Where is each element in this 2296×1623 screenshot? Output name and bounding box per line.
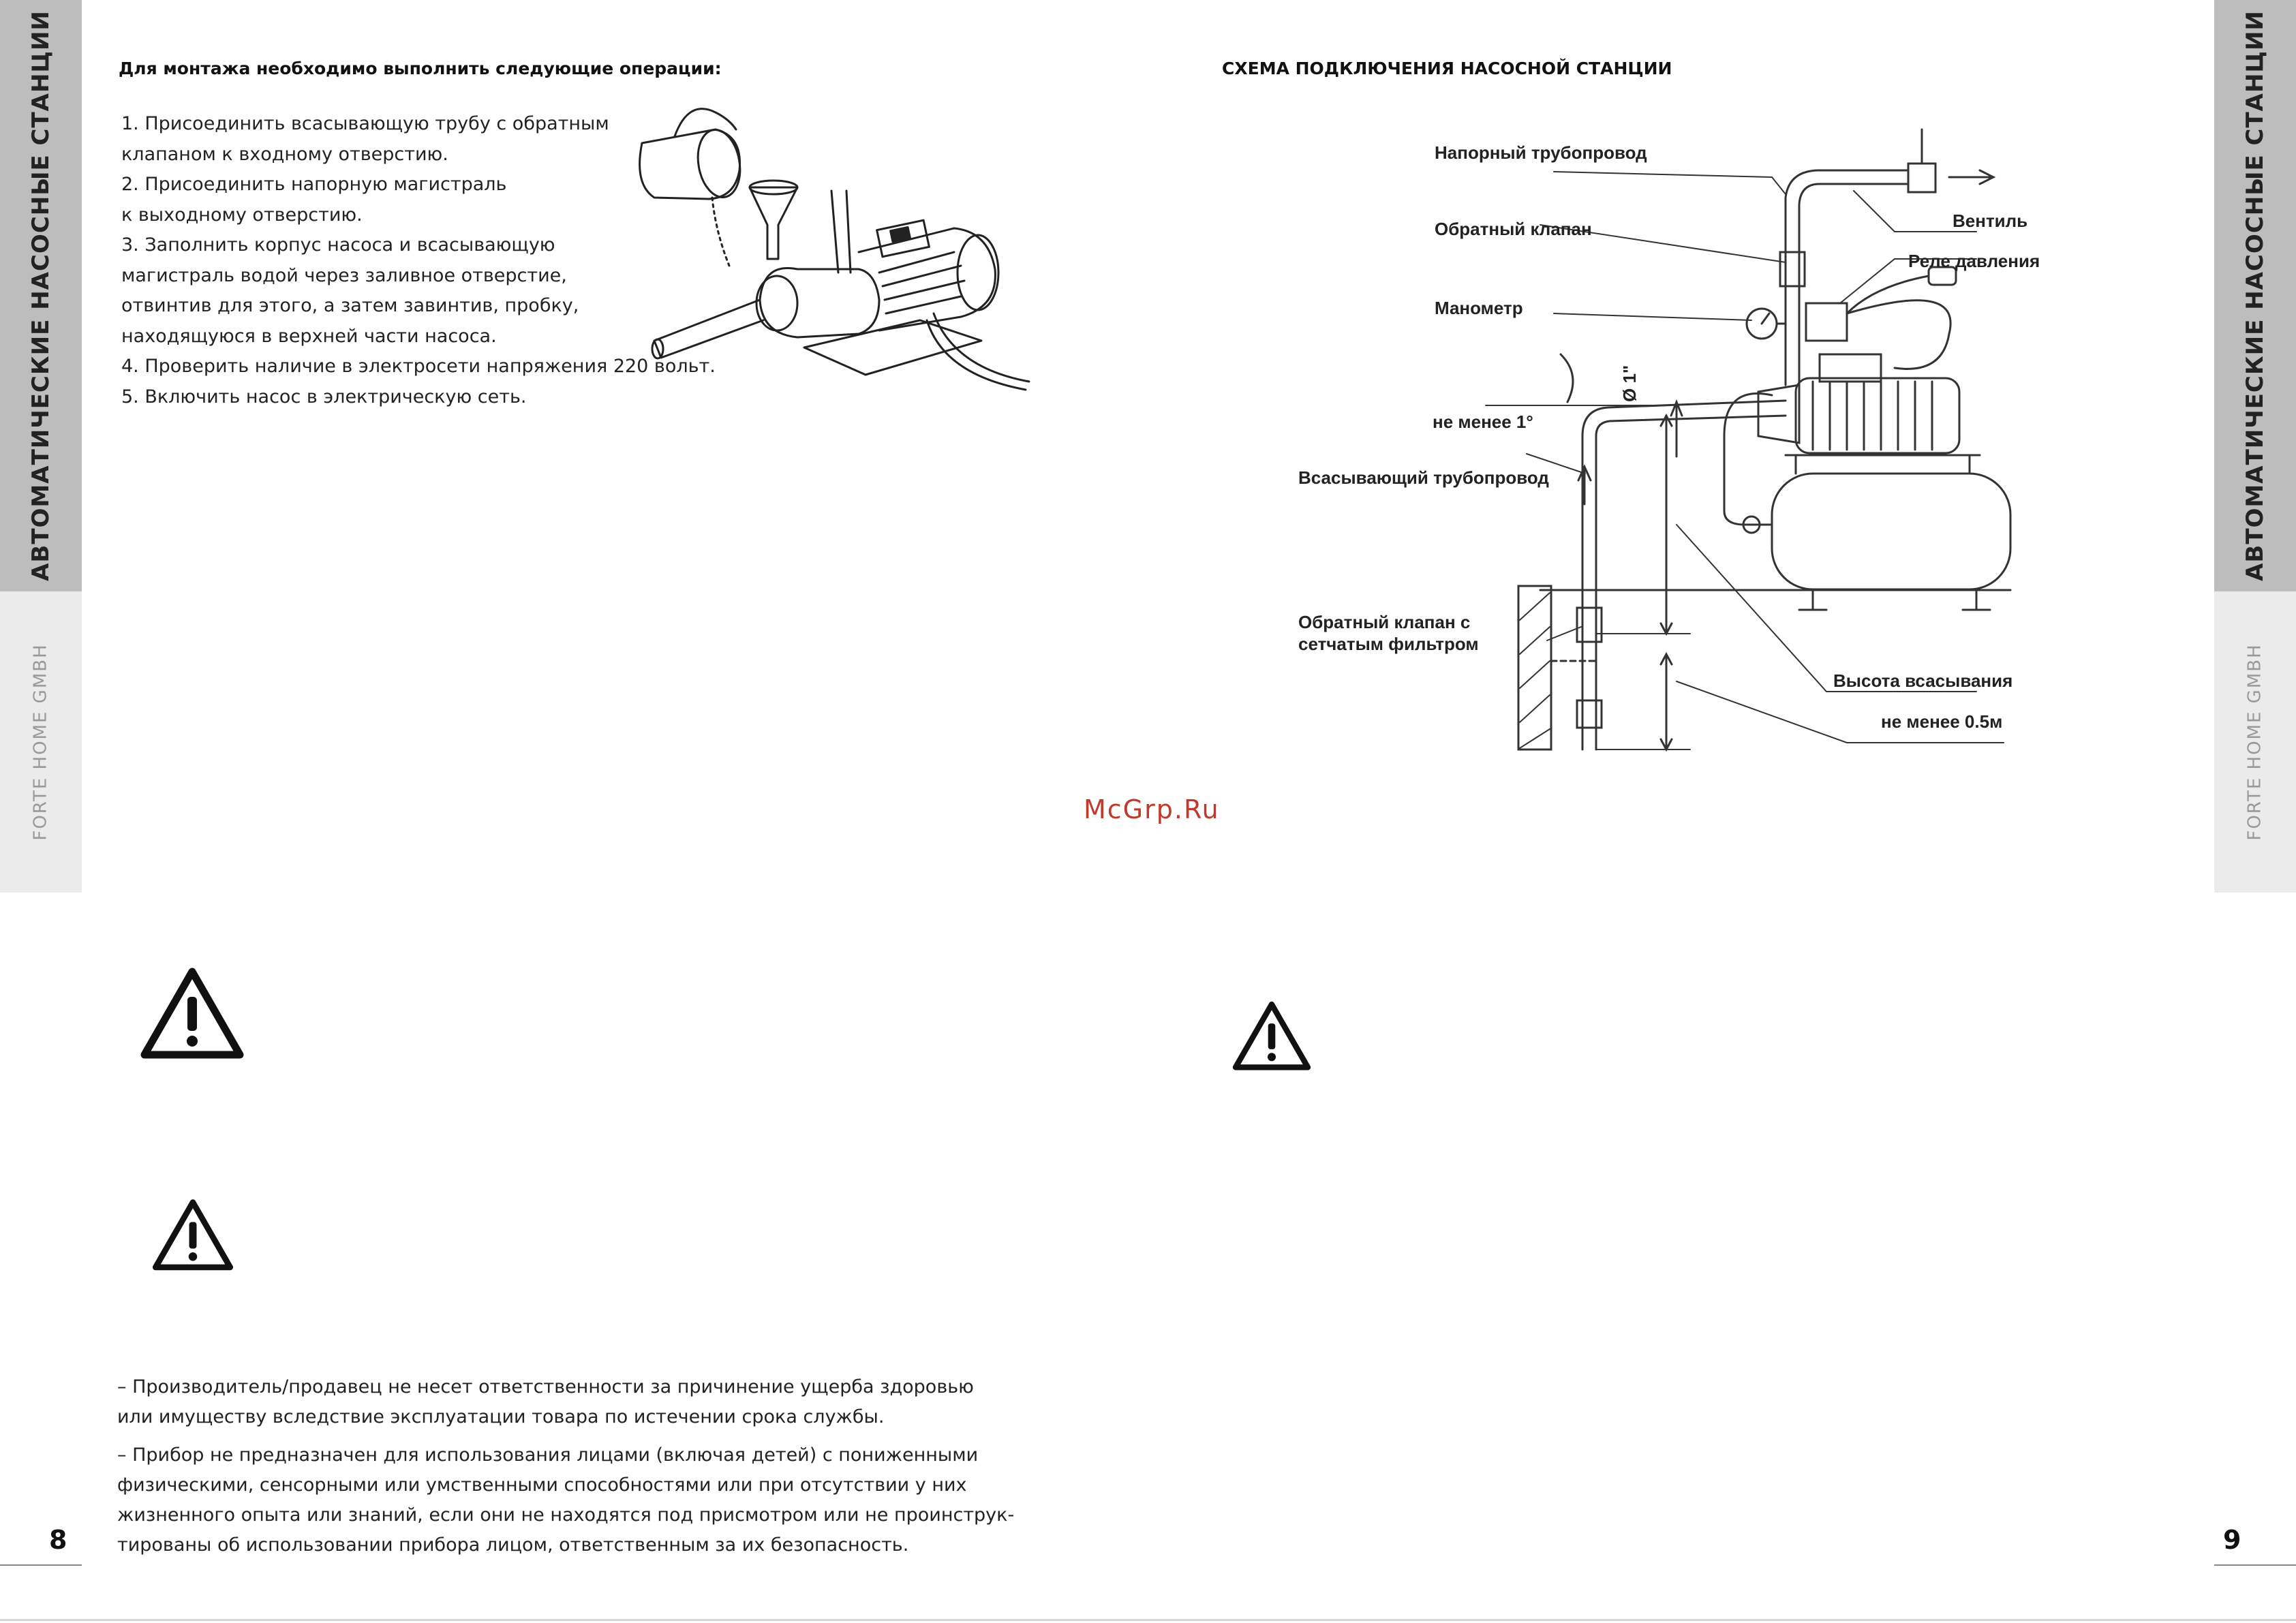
note-line: или имуществу вследствие эксплуатации то… xyxy=(117,1406,885,1427)
warning-triangle-icon xyxy=(152,1199,234,1271)
pump-filling-illustration xyxy=(639,108,1030,391)
left-sidebar-title-band: АВТОМАТИЧЕСКИЕ НАСОСНЫЕ СТАНЦИИ xyxy=(0,0,82,591)
page-bottom-edge xyxy=(0,1619,2296,1621)
watermark: McGrp.Ru xyxy=(1084,794,1220,824)
right-sidebar-brand-band: FORTE HOME GMBH xyxy=(2214,591,2296,893)
left-sidebar-brand-band: FORTE HOME GMBH xyxy=(0,591,82,893)
right-sidebar-title-band: АВТОМАТИЧЕСКИЕ НАСОСНЫЕ СТАНЦИИ xyxy=(2214,0,2296,591)
label-check-valve-filter-line2: сетчатым фильтром xyxy=(1298,634,1479,654)
label-pressure-relay: Реле давления xyxy=(1908,251,2040,271)
step-line: 2. Присоединить напорную магистраль xyxy=(121,174,507,195)
restriction-note: – Прибор не предназначен для использован… xyxy=(117,1440,1014,1560)
step-line: находящуюся в верхней части насоса. xyxy=(121,325,497,347)
label-min-angle: не менее 1° xyxy=(1433,412,1533,432)
note-line: – Прибор не предназначен для использован… xyxy=(117,1444,979,1466)
step-line: 5. Включить насос в электрическую сеть. xyxy=(121,386,527,407)
warning-triangle-icon xyxy=(140,968,244,1059)
install-heading: Для монтажа необходимо выполнить следующ… xyxy=(119,59,722,78)
step-line: отвинтив для этого, а затем завинтив, пр… xyxy=(121,295,579,316)
sidebar-title: АВТОМАТИЧЕСКИЕ НАСОСНЫЕ СТАНЦИИ xyxy=(27,10,55,581)
label-pressure-pipe: Напорный трубопровод xyxy=(1435,142,1647,163)
sidebar-brand: FORTE HOME GMBH xyxy=(2245,643,2265,841)
note-line: тированы об использовании прибора лицом,… xyxy=(117,1534,909,1556)
page-number-rule xyxy=(2214,1564,2296,1566)
page-number-left: 8 xyxy=(49,1525,67,1555)
label-check-valve: Обратный клапан xyxy=(1435,219,1592,239)
sidebar-brand: FORTE HOME GMBH xyxy=(31,643,51,841)
step-line: к выходному отверстию. xyxy=(121,204,363,226)
label-check-valve-filter-line1: Обратный клапан с xyxy=(1298,612,1470,632)
diagram-heading: СХЕМА ПОДКЛЮЧЕНИЯ НАСОСНОЙ СТАНЦИИ xyxy=(1222,59,1672,78)
install-steps: 1. Присоединить всасывающую трубу с обра… xyxy=(121,109,716,412)
label-manometer: Манометр xyxy=(1435,298,1523,318)
page-number-rule xyxy=(0,1564,82,1566)
step-line: клапаном к входному отверстию. xyxy=(121,143,448,165)
label-min-depth: не менее 0.5м xyxy=(1881,711,2002,732)
note-line: физическими, сенсорными или умственными … xyxy=(117,1474,967,1496)
label-diameter: Ø 1" xyxy=(1619,365,1640,402)
note-line: – Производитель/продавец не несет ответс… xyxy=(117,1376,974,1397)
label-suction-pipe: Всасывающий трубопровод xyxy=(1298,467,1549,488)
warning-triangle-icon xyxy=(1232,1001,1311,1070)
connection-diagram: Напорный трубопровод Обратный клапан Вен… xyxy=(1298,128,2040,752)
note-line: жизненного опыта или знаний, если они не… xyxy=(117,1504,1015,1526)
step-line: 4. Проверить наличие в электросети напря… xyxy=(121,356,716,377)
step-line: 1. Присоединить всасывающую трубу с обра… xyxy=(121,113,609,134)
label-suction-height: Высота всасывания xyxy=(1833,670,2012,691)
sidebar-title: АВТОМАТИЧЕСКИЕ НАСОСНЫЕ СТАНЦИИ xyxy=(2241,10,2269,581)
label-valve: Вентиль xyxy=(1953,211,2027,231)
step-line: магистраль водой через заливное отверсти… xyxy=(121,264,567,286)
page-number-right: 9 xyxy=(2223,1525,2241,1555)
liability-note: – Производитель/продавец не несет ответс… xyxy=(117,1372,974,1432)
step-line: 3. Заполнить корпус насоса и всасывающую xyxy=(121,234,555,256)
